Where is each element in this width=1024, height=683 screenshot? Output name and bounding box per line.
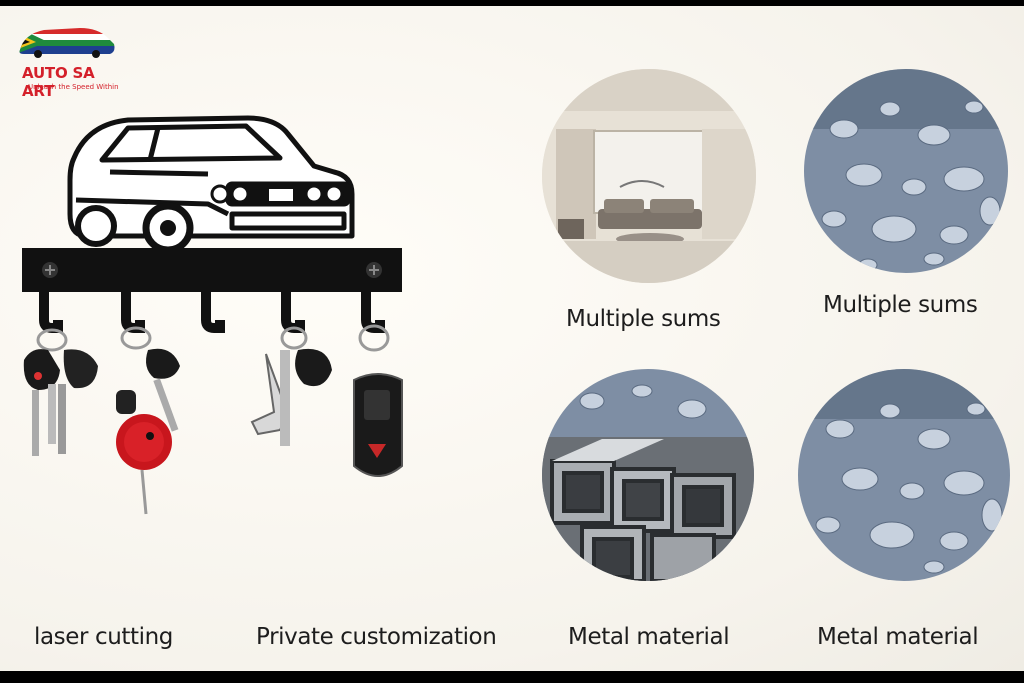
product-banner: AUTO SA ART Unleash the Speed Within xyxy=(0,6,1024,671)
water-droplets-photo-2 xyxy=(798,369,1010,581)
caption-metal-material-2: Metal material xyxy=(817,624,979,650)
feature-caption-2: Multiple sums xyxy=(823,292,978,318)
steel-tubes-photo xyxy=(542,369,754,581)
flag-car-logo-icon xyxy=(19,28,115,58)
product-image xyxy=(18,114,418,534)
living-room-photo xyxy=(542,69,756,283)
car-key-holder-icon xyxy=(22,115,403,515)
caption-laser-cutting: laser cutting xyxy=(34,624,174,650)
caption-metal-material-1: Metal material xyxy=(568,624,730,650)
feature-caption-1: Multiple sums xyxy=(566,306,721,332)
brand-logo: AUTO SA ART Unleash the Speed Within xyxy=(10,20,120,100)
brand-name: AUTO SA ART xyxy=(22,64,95,100)
brand-tagline: Unleash the Speed Within xyxy=(28,83,119,91)
water-droplets-photo xyxy=(804,69,1008,273)
caption-private-customization: Private customization xyxy=(256,624,497,650)
